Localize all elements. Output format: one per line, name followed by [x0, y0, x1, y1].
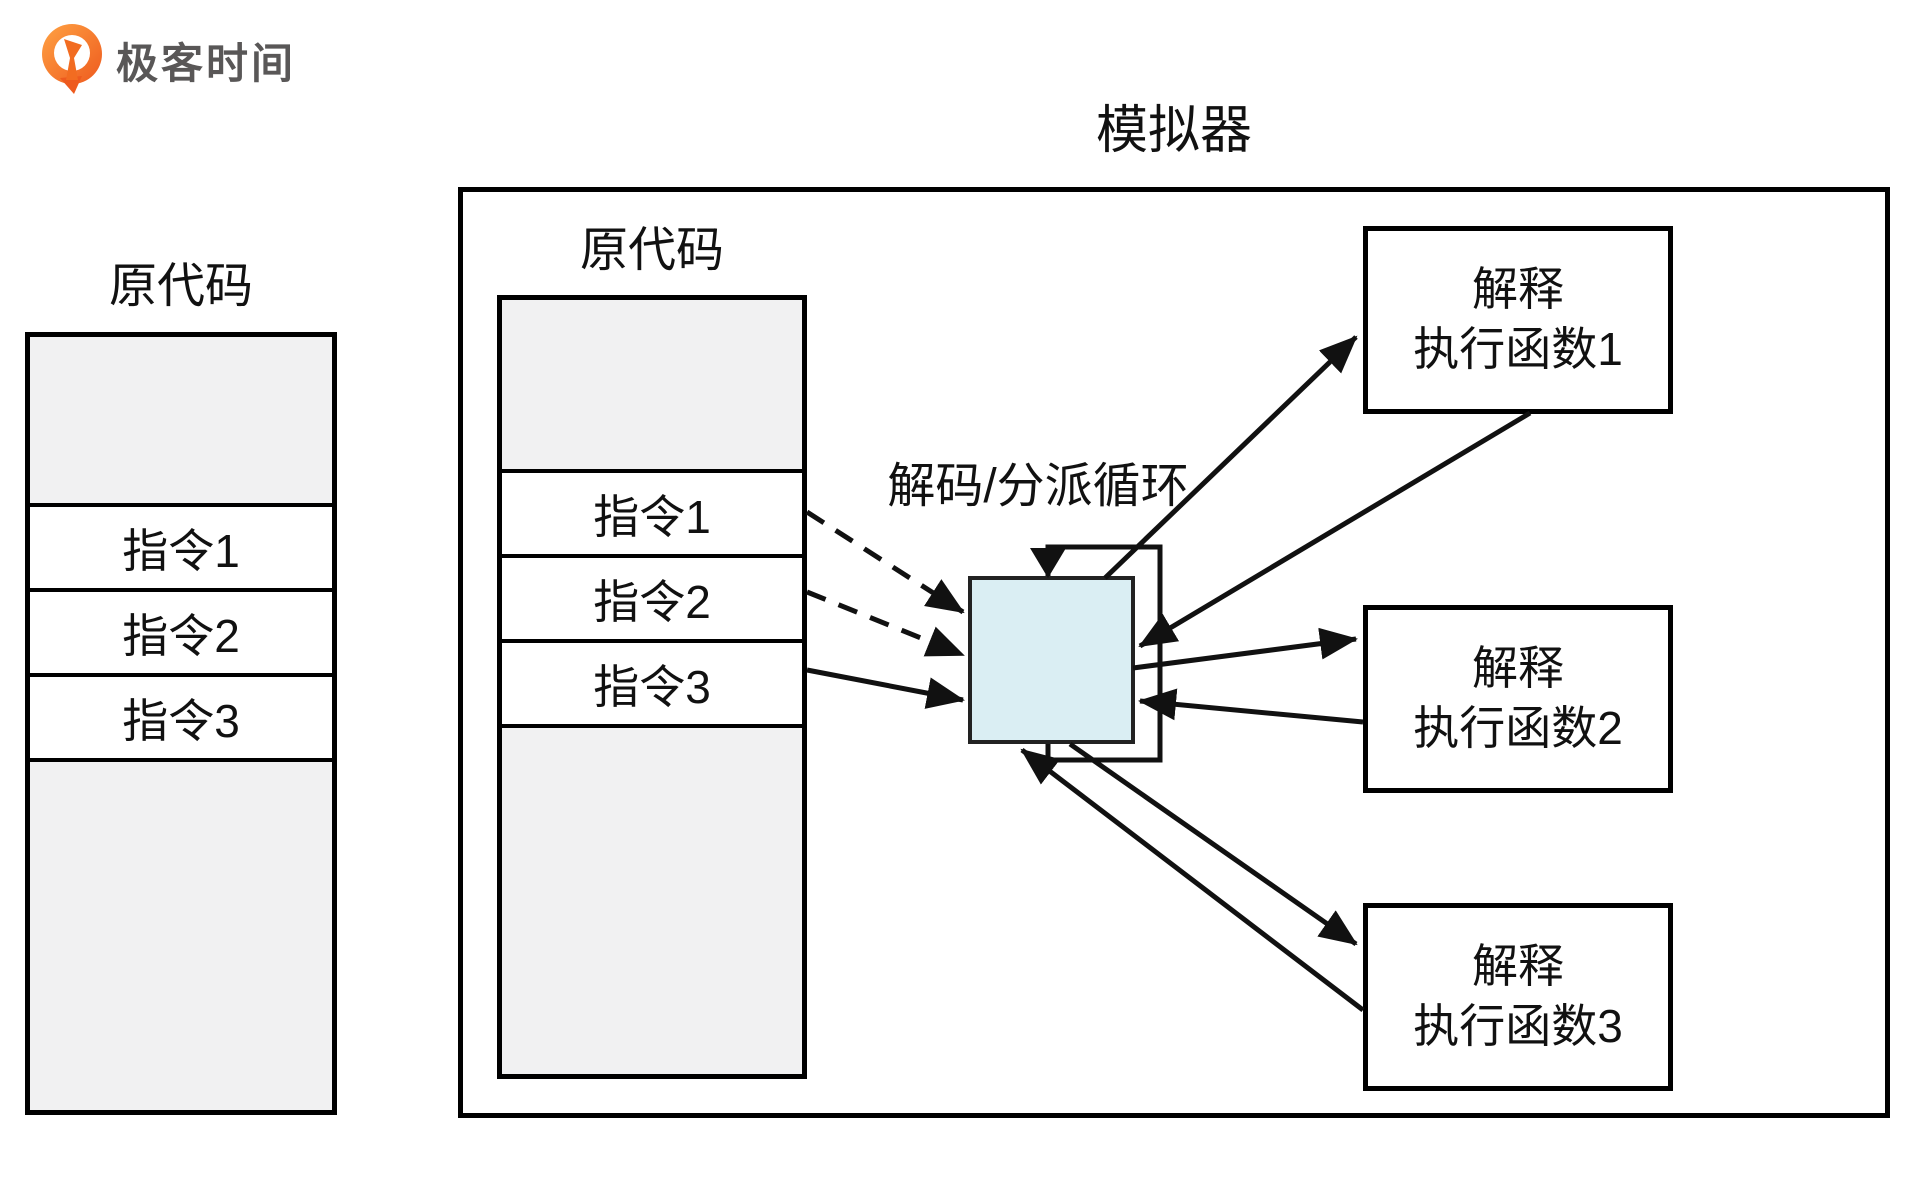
inner-source-code-box: 指令1 指令2 指令3: [497, 295, 807, 1079]
instruction-row: 指令1: [30, 503, 332, 588]
instruction-row: 指令1: [502, 469, 802, 554]
instruction-row: 指令2: [502, 554, 802, 639]
instruction-row: 指令3: [502, 639, 802, 728]
interpret-function-box-3: 解释 执行函数3: [1363, 903, 1673, 1091]
inner-source-code-label: 原代码: [579, 224, 724, 277]
decode-dispatch-loop-label: 解码/分派循环: [887, 460, 1189, 513]
function-label-line2: 执行函数3: [1413, 1000, 1623, 1052]
logo-brand-text: 极客时间: [116, 39, 297, 87]
function-label-line1: 解释: [1472, 940, 1564, 993]
geektime-logo: 极客时间: [40, 22, 296, 98]
instruction-row: 指令3: [30, 673, 332, 762]
emulator-title: 模拟器: [1095, 102, 1252, 160]
function-label-line2: 执行函数2: [1413, 702, 1623, 754]
left-source-code-box: 指令1 指令2 指令3: [25, 332, 337, 1115]
interpret-function-box-2: 解释 执行函数2: [1363, 605, 1673, 793]
instruction-row: 指令2: [30, 588, 332, 673]
function-label-line2: 执行函数1: [1413, 323, 1623, 375]
function-label-line1: 解释: [1472, 263, 1564, 316]
memory-filler-top: [30, 337, 332, 503]
interpret-function-box-1: 解释 执行函数1: [1363, 226, 1673, 414]
memory-filler-top: [502, 300, 802, 469]
memory-filler-bottom: [30, 762, 332, 1110]
geektime-logo-icon: [40, 22, 104, 98]
function-label-line1: 解释: [1472, 642, 1564, 695]
left-source-code-label: 原代码: [108, 260, 253, 313]
memory-filler-bottom: [502, 728, 802, 1074]
